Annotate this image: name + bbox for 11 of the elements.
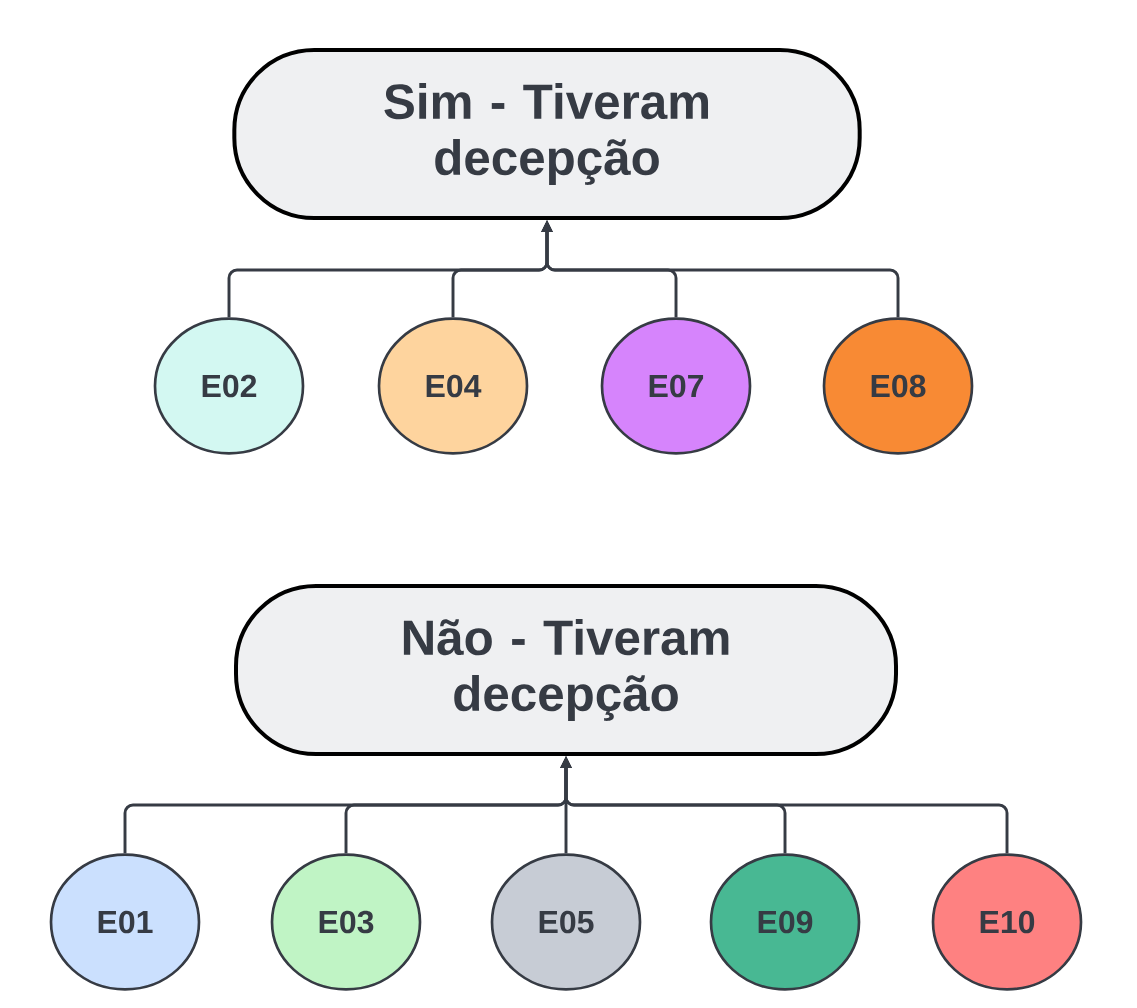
circle-node: E02 <box>153 317 305 455</box>
circle-node: E05 <box>490 853 642 991</box>
circle-node: E07 <box>600 317 752 455</box>
circle-node: E10 <box>931 853 1083 991</box>
circle-node: E09 <box>709 853 861 991</box>
circle-node: E04 <box>377 317 529 455</box>
terminal-box: Sim - Tiveram decepção <box>232 48 862 220</box>
terminal-box: Não - Tiveram decepção <box>234 584 898 756</box>
circle-node: E01 <box>49 853 201 991</box>
circle-node: E08 <box>822 317 974 455</box>
circle-node: E03 <box>270 853 422 991</box>
